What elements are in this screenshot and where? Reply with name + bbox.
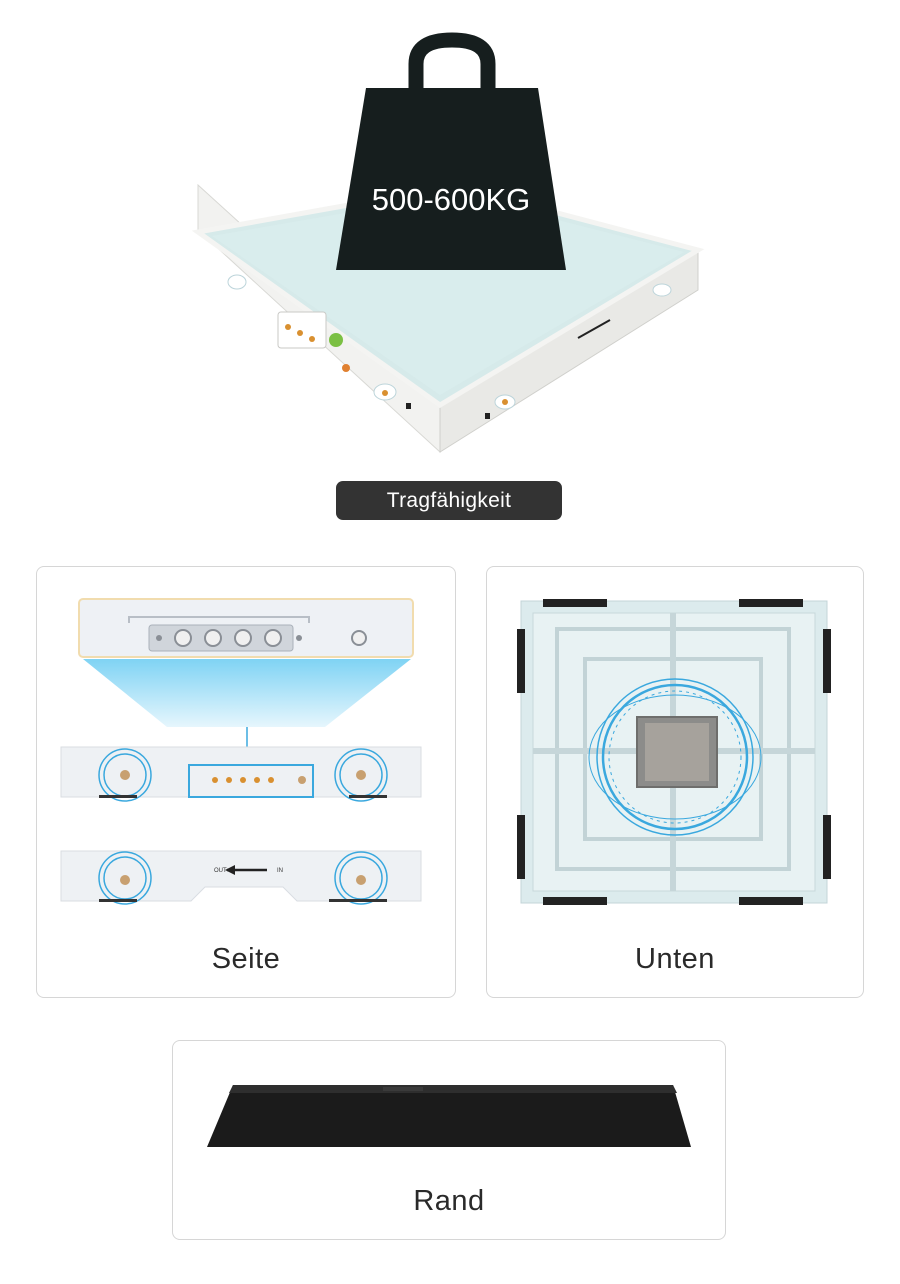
tile-glass: [212, 194, 684, 395]
tile-left-connectors: [227, 274, 411, 409]
side-strip-bottom-rings: [98, 851, 388, 905]
hero-section: 500-600KG: [0, 0, 900, 470]
weight-icon: [336, 32, 566, 270]
bottom-view-illustration: [517, 599, 831, 905]
corner-feet: [517, 599, 831, 905]
bottom-view-label: Unten: [635, 943, 715, 975]
zoom-beam: [83, 659, 411, 727]
connector-highlight: [188, 764, 314, 798]
edge-card: Rand: [172, 1040, 726, 1240]
floor-tile-illustration: 500-600KG: [191, 32, 705, 454]
in-text: IN: [277, 868, 283, 874]
weight-label: 500-600KG: [372, 182, 531, 217]
edge-ramp-illustration: [207, 1085, 691, 1147]
edge-ramp: [207, 1085, 691, 1147]
bottom-highlight-rings: [588, 678, 762, 836]
bottom-view-card: Unten: [486, 566, 864, 998]
caption-badge: Tragfähigkeit: [336, 481, 562, 520]
edge-label: Rand: [413, 1185, 485, 1217]
side-view-label: Seite: [211, 943, 281, 975]
side-view-illustration: OUT IN: [60, 598, 422, 905]
tile-right-connectors: [485, 283, 672, 419]
out-text: OUT: [214, 868, 227, 874]
connector-pins: [156, 629, 367, 647]
side-view-card: OUT IN Seite: [36, 566, 456, 998]
